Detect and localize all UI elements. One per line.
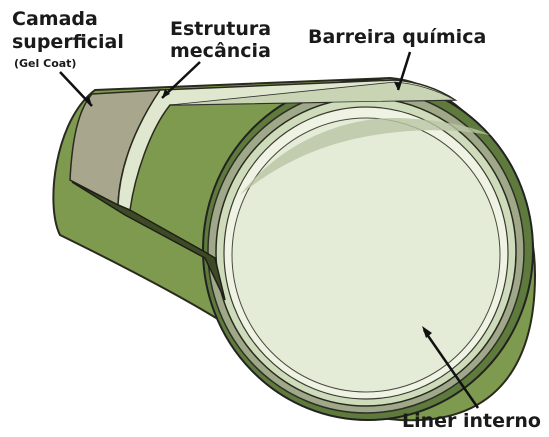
label-surface-line2: superficial xyxy=(12,33,124,52)
label-liner: Liner interno xyxy=(402,412,541,431)
label-surface-note: (Gel Coat) xyxy=(14,58,76,69)
label-surface-line1: Camada xyxy=(12,10,98,29)
label-mechanical-line2: mecância xyxy=(170,42,271,61)
pipe-interior xyxy=(232,118,500,392)
label-mechanical-line1: Estrutura xyxy=(170,20,271,39)
label-chemical: Barreira química xyxy=(308,28,486,47)
